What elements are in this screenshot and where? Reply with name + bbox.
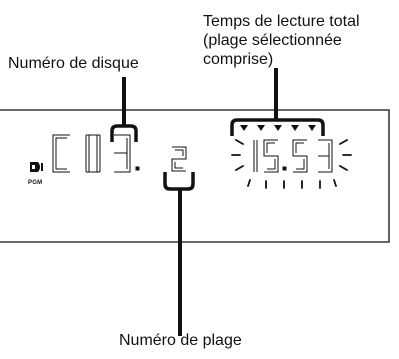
total-time-callout xyxy=(230,68,325,136)
disc-number-callout xyxy=(110,77,138,142)
total-time-label-line3: comprise) xyxy=(203,51,274,68)
total-time-callout-arrows xyxy=(240,125,316,131)
time-readout-digits xyxy=(253,139,333,173)
track-number-callout xyxy=(163,172,195,336)
pgm-indicator: PGM xyxy=(28,180,43,186)
track-number-label: Numéro de plage xyxy=(119,332,242,349)
disc-icon xyxy=(30,162,43,172)
track-readout-digit xyxy=(171,146,187,172)
disc-number-label: Numéro de disque xyxy=(8,55,139,72)
disc-readout-digits xyxy=(52,134,140,173)
total-time-label-line2: (plage sélectionnée xyxy=(203,32,342,49)
display-panel-outline xyxy=(0,109,390,243)
total-time-label-line1: Temps de lecture total xyxy=(203,13,360,30)
blink-rays xyxy=(231,139,352,189)
